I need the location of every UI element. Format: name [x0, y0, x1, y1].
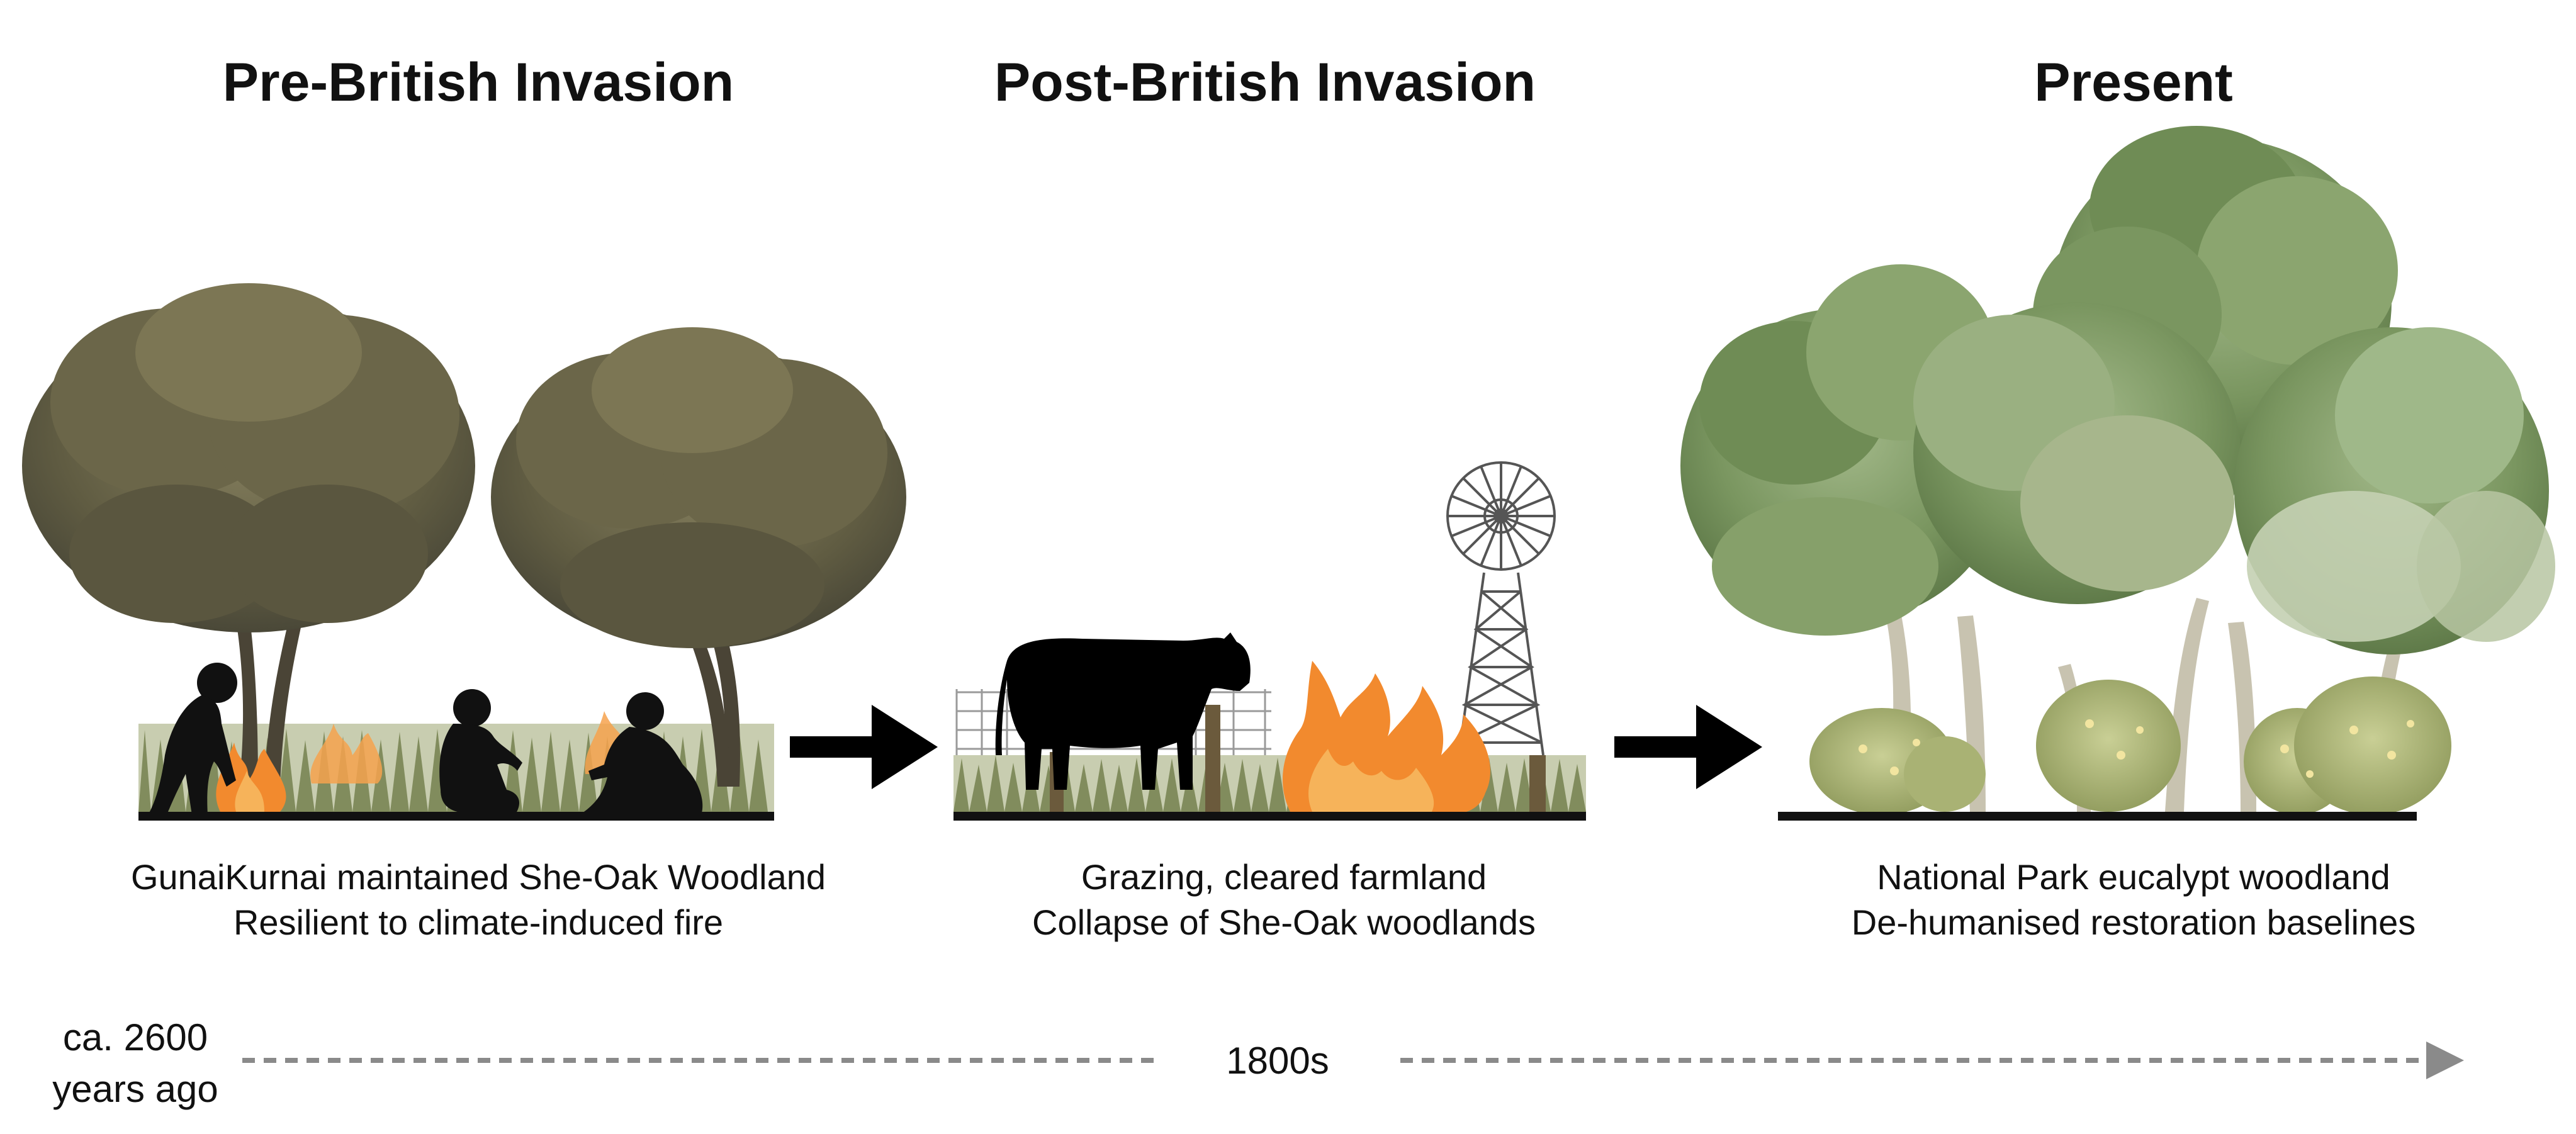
timeline-start-line: years ago: [52, 1068, 218, 1110]
caption-line: De-humanised restoration baselines: [1851, 902, 2416, 942]
panel-title-present: Present: [2034, 52, 2233, 113]
caption-line: Collapse of She-Oak woodlands: [1032, 902, 1536, 942]
person-silhouette-bending: [148, 663, 237, 815]
panel-caption-pre-invasion: GunaiKurnai maintained She-Oak Woodland …: [69, 855, 887, 945]
person-silhouette-crouching: [582, 692, 703, 813]
eucalypt-tree: [2234, 327, 2555, 654]
panel-title-post-invasion: Post-British Invasion: [994, 52, 1536, 113]
fire-flame: [310, 724, 383, 783]
windmill-icon: [1446, 461, 1556, 756]
timeline-middle-label: 1800s: [1226, 1040, 1329, 1082]
person-silhouette-sitting: [439, 689, 522, 813]
ground-line: [953, 812, 1586, 821]
panel-present-illustration: [1680, 126, 2555, 821]
caption-line: Resilient to climate-induced fire: [233, 902, 724, 942]
fire-flame: [1283, 661, 1490, 812]
she-oak-tree: [22, 283, 475, 787]
caption-line: Grazing, cleared farmland: [1081, 857, 1487, 897]
caption-line: GunaiKurnai maintained She-Oak Woodland: [130, 857, 826, 897]
ground-line: [138, 812, 774, 821]
panel-caption-post-invasion: Grazing, cleared farmland Collapse of Sh…: [875, 855, 1693, 945]
transition-arrow: [790, 705, 938, 789]
caption-line: National Park eucalypt woodland: [1877, 857, 2390, 897]
eucalypt-tree: [1913, 302, 2241, 604]
panel-pre-invasion-illustration: [22, 283, 906, 821]
flowering-shrub: [1809, 676, 2451, 815]
grass-strip: [953, 755, 1586, 812]
transition-arrow: [1614, 705, 1762, 789]
panel-caption-present: National Park eucalypt woodland De-human…: [1724, 855, 2543, 945]
she-oak-tree: [491, 327, 906, 787]
timeline-start-line: ca. 2600: [62, 1016, 208, 1058]
cow-silhouette: [995, 632, 1251, 790]
timeline-start-label: ca. 2600 years ago: [38, 1012, 233, 1115]
timeline-arrow: [242, 1041, 2464, 1079]
ground-line: [1778, 812, 2417, 821]
panel-title-pre-invasion: Pre-British Invasion: [222, 52, 734, 113]
panel-post-invasion-illustration: [953, 461, 1586, 821]
fire-flame: [216, 743, 286, 812]
